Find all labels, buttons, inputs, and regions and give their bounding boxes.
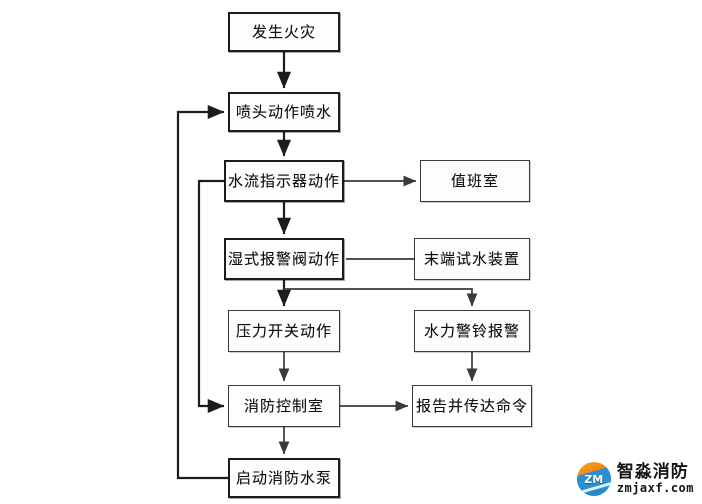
node-water-gong-alarm-label: 水力警铃报警: [423, 321, 520, 340]
edge-pump-to-sprinkler-loop: [176, 104, 228, 480]
node-pressure-switch-label: 压力开关动作: [235, 321, 332, 340]
node-fire-label: 发生火灾: [251, 22, 316, 41]
node-fire-control-room-label: 消防控制室: [243, 396, 324, 415]
watermark-text-block: 智淼消防 zmjaxf.com: [616, 461, 694, 495]
node-water-gong-alarm[interactable]: 水力警铃报警: [414, 310, 530, 352]
node-wet-alarm-valve[interactable]: 湿式报警阀动作: [224, 238, 344, 280]
edge-wetvalve-to-gong: [284, 288, 478, 307]
node-sprinkler[interactable]: 喷头动作喷水: [228, 92, 340, 132]
edge-flow-to-control-loop: [197, 179, 225, 414]
node-water-flow-indicator[interactable]: 水流指示器动作: [224, 160, 344, 202]
node-start-fire-pump-label: 启动消防水泵: [235, 468, 332, 487]
node-water-flow-indicator-label: 水流指示器动作: [227, 171, 340, 190]
node-duty-room[interactable]: 值班室: [420, 160, 530, 202]
node-wet-alarm-valve-label: 湿式报警阀动作: [227, 249, 340, 268]
node-duty-room-label: 值班室: [450, 171, 499, 190]
node-report-and-relay-orders-label: 报告并传达命令: [415, 396, 528, 415]
watermark: ZM 智淼消防 zmjaxf.com: [576, 461, 694, 496]
brand-logo-icon: ZM: [576, 462, 611, 496]
node-fire-control-room[interactable]: 消防控制室: [228, 385, 340, 427]
watermark-brand: 智淼消防: [616, 461, 689, 482]
watermark-url: zmjaxf.com: [616, 480, 694, 495]
node-pressure-switch[interactable]: 压力开关动作: [228, 310, 340, 352]
node-start-fire-pump[interactable]: 启动消防水泵: [228, 458, 340, 498]
node-fire[interactable]: 发生火灾: [228, 12, 340, 52]
node-end-test-device[interactable]: 末端试水装置: [414, 238, 530, 280]
node-end-test-device-label: 末端试水装置: [423, 249, 520, 268]
node-report-and-relay-orders[interactable]: 报告并传达命令: [412, 385, 532, 427]
node-sprinkler-label: 喷头动作喷水: [235, 102, 332, 121]
logo-monogram: ZM: [584, 472, 604, 486]
